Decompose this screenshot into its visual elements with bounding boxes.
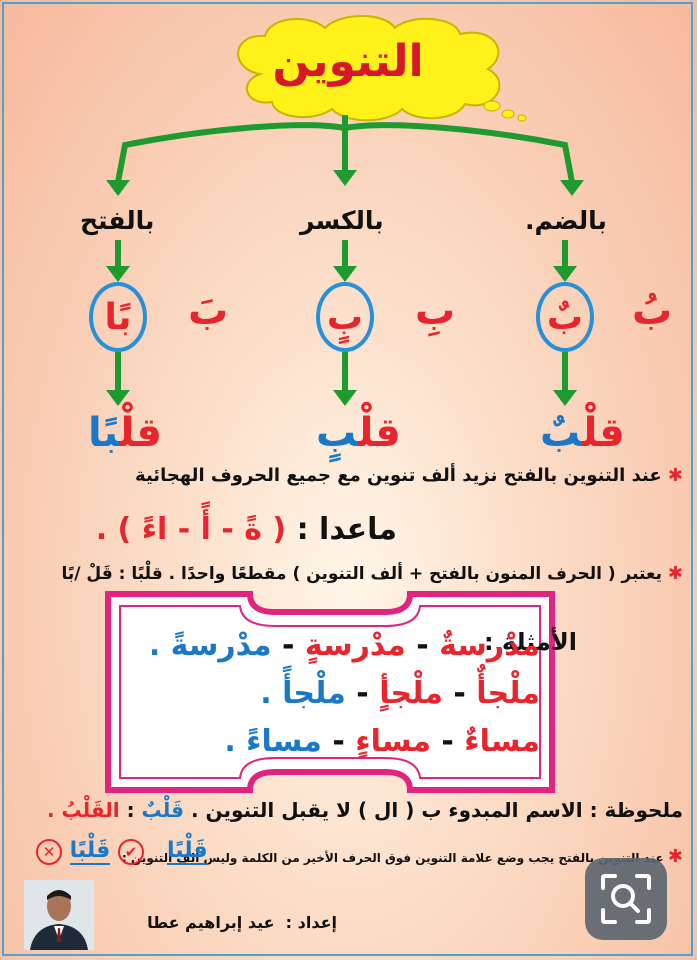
- check-icon: ✔: [117, 839, 144, 865]
- search-icon: [601, 874, 651, 924]
- note-line: ملحوظة : الاسم المبدوء ب ( ال ) لا يقبل …: [46, 798, 683, 822]
- circled-letter-fath: بًا: [89, 282, 147, 352]
- except-line: ماعدا : ( ةً - أً - اءً ) .: [95, 512, 397, 547]
- title-cloud: [237, 15, 527, 122]
- page-title: التنوين: [272, 36, 424, 87]
- person-icon: [24, 880, 94, 950]
- rule-1: ✱ عند التنوين بالفتح نزيد ألف تنوين مع ج…: [135, 465, 683, 486]
- circled-letter-kasr: بٍ: [316, 282, 374, 352]
- rule-3-examples: ✕ قَلْبًا ✔ قَلْبًا: [36, 838, 208, 865]
- rule-3: ✱ عند التنوين بالفتح يجب وضع علامة التنو…: [122, 846, 683, 867]
- rule-2: ✱ يعتبر ( الحرف المنون بالفتح + ألف التن…: [61, 563, 684, 584]
- branch-label-kasr: بالكسر: [300, 206, 384, 235]
- circled-letter-damm: بٌ: [536, 282, 594, 352]
- example-row: مدْرسةٌ - مدْرسةٍ - مدْرسةً .: [148, 628, 540, 663]
- example-row: مساءٌ - مساءٍ - مساءً .: [224, 724, 540, 759]
- examples-frame: [105, 591, 555, 793]
- word-damm: قلْبٌ: [540, 410, 625, 456]
- author-photo: [24, 880, 94, 950]
- examples-label: الأمثلة :: [483, 628, 577, 656]
- footer-credit: إعداد : عيد إبراهيم عطا: [147, 913, 337, 932]
- branch-label-fath: بالفتح: [80, 206, 155, 235]
- arrow-tree: [106, 115, 584, 406]
- cross-icon: ✕: [36, 839, 62, 865]
- word-kasr: قلْبٍ: [316, 410, 401, 456]
- image-search-button[interactable]: [585, 858, 667, 940]
- branch-label-damm: بالضم.: [525, 206, 607, 235]
- plain-letter-fath: بَ: [188, 288, 229, 334]
- plain-letter-kasr: بِ: [415, 288, 456, 334]
- word-fath: قلْبًا: [88, 410, 162, 456]
- plain-letter-damm: بُ: [632, 288, 673, 334]
- example-row: ملْجأٌ - ملْجأٍ - ملْجأً .: [260, 676, 540, 711]
